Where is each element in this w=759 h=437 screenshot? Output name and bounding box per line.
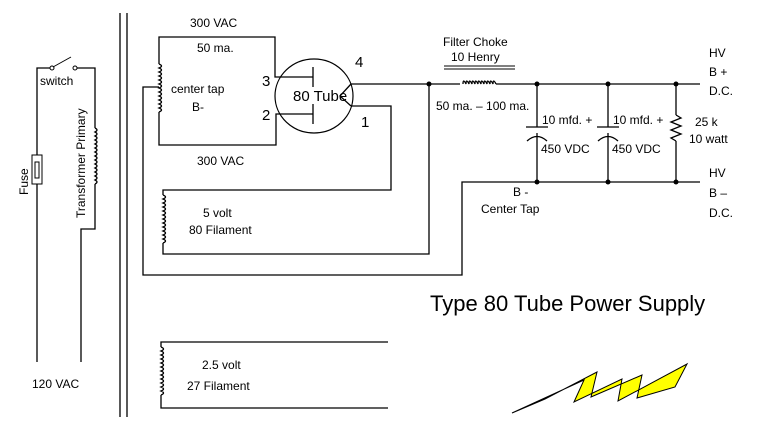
tube-80: 80 Tube 1 2 3 4 (262, 54, 369, 134)
primary-wire-top (77, 67, 96, 128)
junction-dot (673, 179, 679, 185)
primary-circuit: switch Fuse Transformer Primary 120 VAC (17, 56, 98, 391)
filter-choke: Filter Choke 10 Henry 50 ma. – 100 ma. (436, 35, 529, 113)
b-minus-label: B - (513, 185, 528, 199)
tube-pin-2: 2 (262, 107, 270, 124)
primary-wire-right (80, 184, 96, 362)
secondary-bottom-wire (158, 112, 313, 146)
tube-filament-icon (339, 83, 352, 107)
transformer-core (119, 13, 128, 417)
resistor-power: 10 watt (689, 132, 728, 146)
secondary-bottom-voltage: 300 VAC (197, 154, 244, 168)
junction-dot (534, 81, 540, 87)
filament-27-wire-bottom (160, 395, 388, 409)
output-positive-b: B + (709, 65, 727, 79)
output-positive-dc: D.C. (709, 84, 733, 98)
capacitor-2: 10 mfd. + 450 VDC (597, 84, 663, 182)
capacitor-2-voltage: 450 VDC (612, 142, 661, 156)
primary-wire-left (36, 67, 50, 362)
output-positive-hv: HV (709, 46, 726, 60)
fuse-icon (31, 154, 43, 185)
filament-80-coil-icon (161, 194, 167, 244)
center-tap-b-minus: B- (192, 100, 204, 114)
capacitor-1-value: 10 mfd. + (542, 113, 592, 127)
center-tap-label: center tap (171, 82, 225, 96)
junction-dot (426, 81, 432, 87)
center-tap-wire (142, 86, 700, 276)
filament-wire-top (162, 105, 392, 195)
filament-wire-bottom (162, 84, 430, 255)
capacitor-1-voltage: 450 VDC (541, 142, 590, 156)
secondary-coil-icon (157, 63, 163, 113)
filament-27-wire-top (160, 341, 388, 347)
filament-27-label: 27 Filament (187, 379, 250, 393)
capacitor-1: 10 mfd. + 450 VDC (526, 84, 592, 182)
filament-27-coil-icon (159, 346, 165, 396)
switch-icon (49, 56, 78, 71)
tube-envelope-icon (274, 58, 354, 134)
junction-dots (426, 81, 679, 185)
input-voltage-label: 120 VAC (32, 377, 79, 391)
filament-80-voltage: 5 volt (203, 206, 232, 220)
primary-coil-icon (93, 127, 98, 185)
junction-dot (605, 81, 611, 87)
output-negative: HV B – D.C. (709, 166, 733, 220)
output-positive: HV B + D.C. (709, 46, 733, 98)
secondary-current: 50 ma. (197, 41, 234, 55)
switch-label: switch (40, 74, 73, 88)
choke-label: Filter Choke (443, 35, 508, 49)
filament-80-label: 80 Filament (189, 223, 252, 237)
fuse-label: Fuse (17, 168, 31, 195)
junction-dot (673, 81, 679, 87)
junction-dot (534, 179, 540, 185)
center-tap-output-label: Center Tap (481, 202, 540, 216)
resistor-value: 25 k (695, 115, 719, 129)
choke-current: 50 ma. – 100 ma. (436, 99, 529, 113)
choke-coil-icon (462, 80, 497, 85)
filament-27: 2.5 volt 27 Filament (159, 341, 388, 409)
tube-pin-1: 1 (361, 114, 369, 131)
output-negative-b: B – (709, 186, 727, 200)
choke-inductance: 10 Henry (451, 50, 500, 64)
transformer-primary-label: Transformer Primary (74, 108, 88, 218)
capacitor-2-value: 10 mfd. + (613, 113, 663, 127)
secondary-top-wire (158, 36, 313, 78)
output-negative-hv: HV (709, 166, 726, 180)
secondary-top-voltage: 300 VAC (190, 16, 237, 30)
filament-27-voltage: 2.5 volt (202, 358, 241, 372)
filament-80: 5 volt 80 Filament (161, 84, 430, 255)
resistor-icon (669, 114, 683, 142)
lightning-bolt-icon (511, 362, 689, 414)
tube-pin-3: 3 (262, 73, 270, 90)
tube-pin-4: 4 (355, 54, 363, 71)
output-negative-dc: D.C. (709, 206, 733, 220)
hv-secondary: 300 VAC 50 ma. center tap B- 300 VAC (142, 16, 700, 276)
junction-dot (605, 179, 611, 185)
diagram-title: Type 80 Tube Power Supply (430, 291, 705, 316)
tube-label: 80 Tube (293, 88, 347, 105)
bleeder-resistor: 25 k 10 watt (669, 84, 728, 182)
